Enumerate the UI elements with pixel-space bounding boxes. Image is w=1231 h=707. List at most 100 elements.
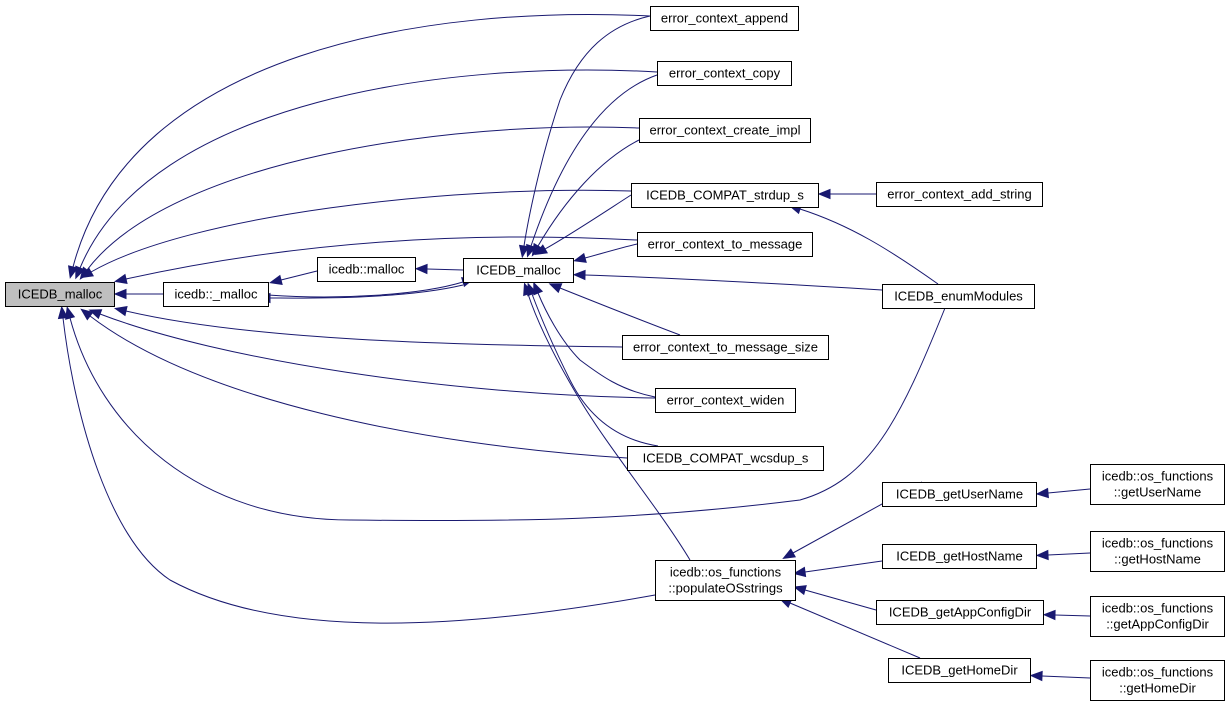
edge-getHost-to-populate xyxy=(804,560,883,573)
node-osApp[interactable]: icedb::os_functions::getAppConfigDir xyxy=(1090,596,1225,637)
node-label: error_context_create_impl xyxy=(649,123,800,138)
node-label: ICEDB_getHomeDir xyxy=(901,663,1018,678)
node-root[interactable]: ICEDB_malloc xyxy=(5,282,115,307)
node-label: ICEDB_COMPAT_wcsdup_s xyxy=(643,451,809,466)
edge-ectms-to-ICEDB_malloc2 xyxy=(559,287,681,336)
node-ICEDB_malloc2[interactable]: ICEDB_malloc xyxy=(463,258,574,283)
node-label: ICEDB_getAppConfigDir xyxy=(889,605,1032,620)
arrowhead-eca-to-root xyxy=(68,265,79,279)
node-ecc[interactable]: error_context_copy xyxy=(657,61,792,86)
node-ectm[interactable]: error_context_to_message xyxy=(637,232,813,257)
node-getHome[interactable]: ICEDB_getHomeDir xyxy=(888,658,1031,683)
node-osHost[interactable]: icedb::os_functions::getHostName xyxy=(1090,531,1225,572)
edge-enum-to-strdup xyxy=(799,208,939,285)
node-ecci[interactable]: error_context_create_impl xyxy=(639,118,811,143)
arrowhead-ecas-to-strdup xyxy=(817,188,831,200)
node-label: icedb::os_functions xyxy=(670,565,782,580)
node-box xyxy=(655,388,796,413)
edge-ecc-to-root xyxy=(79,69,658,269)
node-box xyxy=(163,282,269,307)
node-box xyxy=(627,446,824,471)
node-label: ICEDB_getUserName xyxy=(896,487,1023,502)
node-ectms[interactable]: error_context_to_message_size xyxy=(622,335,829,360)
node-box xyxy=(876,600,1044,625)
edge-ICEDB_malloc2-to-icedb_malloc xyxy=(426,268,464,271)
arrowhead-strdup-to-root xyxy=(80,267,94,279)
node-getHost[interactable]: ICEDB_getHostName xyxy=(882,544,1037,569)
node-label: ICEDB_malloc xyxy=(18,287,103,302)
edge-enum-to-root xyxy=(69,307,946,522)
node-osUser[interactable]: icedb::os_functions::getUserName xyxy=(1090,464,1225,505)
edges-layer xyxy=(57,14,1091,682)
node-box xyxy=(463,258,574,283)
edge-icedb_malloc-to-icedb_under_malloc xyxy=(280,270,318,281)
edge-ecw-to-root xyxy=(99,313,656,399)
node-label: icedb::malloc xyxy=(329,262,405,277)
node-label: ICEDB_COMPAT_strdup_s xyxy=(646,188,804,203)
arrowhead-osHome-to-getHome xyxy=(1029,670,1043,682)
node-box xyxy=(622,335,829,360)
node-label: icedb::os_functions xyxy=(1102,601,1214,616)
node-getApp[interactable]: ICEDB_getAppConfigDir xyxy=(876,600,1044,625)
edge-wcsdup-to-root xyxy=(89,315,628,459)
node-label: ::getHostName xyxy=(1114,552,1201,567)
arrowhead-ICEDB_malloc2-to-icedb_malloc xyxy=(414,263,428,275)
node-box xyxy=(639,118,811,143)
arrowhead-osApp-to-getApp xyxy=(1042,609,1056,621)
node-label: error_context_widen xyxy=(667,393,785,408)
node-label: icedb::os_functions xyxy=(1102,665,1214,680)
arrowhead-ectms-to-ICEDB_malloc2 xyxy=(548,283,563,294)
edge-strdup-to-ICEDB_malloc2 xyxy=(544,194,632,250)
node-label: ::populateOSstrings xyxy=(668,581,783,596)
node-icedb_under_malloc[interactable]: icedb::_malloc xyxy=(163,282,269,307)
arrowhead-osHost-to-getHost xyxy=(1035,549,1049,561)
arrowhead-icedb_under_malloc-to-root xyxy=(113,288,127,300)
node-box xyxy=(882,284,1035,309)
edge-populate-to-root xyxy=(62,317,656,624)
edge-osHost-to-getHost xyxy=(1047,552,1091,556)
node-label: ::getUserName xyxy=(1114,485,1201,500)
node-label: error_context_to_message_size xyxy=(633,340,818,355)
node-ecw[interactable]: error_context_widen xyxy=(655,388,796,413)
arrowhead-getApp-to-populate xyxy=(793,585,807,596)
node-box xyxy=(1090,464,1225,505)
node-box xyxy=(1090,596,1225,637)
node-label: ::getAppConfigDir xyxy=(1106,617,1209,632)
node-box xyxy=(317,257,416,282)
node-label: ICEDB_malloc xyxy=(476,263,561,278)
node-getUser[interactable]: ICEDB_getUserName xyxy=(882,482,1037,507)
arrowhead-osUser-to-getUser xyxy=(1035,487,1049,499)
node-wcsdup[interactable]: ICEDB_COMPAT_wcsdup_s xyxy=(627,446,824,471)
edge-ectm-to-ICEDB_malloc2 xyxy=(584,243,638,259)
edge-ecw-to-ICEDB_malloc2 xyxy=(537,292,656,398)
edge-strdup-to-root xyxy=(90,189,632,273)
edge-ecc-to-ICEDB_malloc2 xyxy=(530,74,658,247)
node-strdup[interactable]: ICEDB_COMPAT_strdup_s xyxy=(631,183,819,208)
edge-osApp-to-getApp xyxy=(1054,614,1091,617)
node-enum[interactable]: ICEDB_enumModules xyxy=(882,284,1035,309)
node-label: ICEDB_getHostName xyxy=(896,549,1022,564)
node-eca[interactable]: error_context_append xyxy=(650,6,799,31)
node-box xyxy=(637,232,813,257)
arrowhead-wcsdup-to-root xyxy=(80,308,94,321)
edge-osHome-to-getHome xyxy=(1041,675,1091,679)
edge-enum-to-ICEDB_malloc2 xyxy=(584,274,883,291)
arrowhead-ectm-to-root xyxy=(114,273,128,285)
node-label: ICEDB_enumModules xyxy=(894,289,1023,304)
arrowhead-populate-to-root xyxy=(57,305,69,320)
node-box xyxy=(655,560,796,601)
node-box xyxy=(888,658,1031,683)
node-label: icedb::os_functions xyxy=(1102,469,1214,484)
arrowhead-enum-to-root xyxy=(65,306,76,320)
node-ecas[interactable]: error_context_add_string xyxy=(876,182,1043,207)
arrowhead-strdup-to-ICEDB_malloc2 xyxy=(534,244,549,256)
arrowhead-ecc-to-root xyxy=(75,265,86,280)
node-box xyxy=(1090,660,1225,701)
node-populate[interactable]: icedb::os_functions::populateOSstrings xyxy=(655,560,796,601)
node-osHome[interactable]: icedb::os_functions::getHomeDir xyxy=(1090,660,1225,701)
node-icedb_malloc[interactable]: icedb::malloc xyxy=(317,257,416,282)
edge-getApp-to-populate xyxy=(804,589,877,611)
node-label: error_context_to_message xyxy=(648,237,803,252)
edge-ICEDB_malloc2-to-root xyxy=(269,284,464,299)
